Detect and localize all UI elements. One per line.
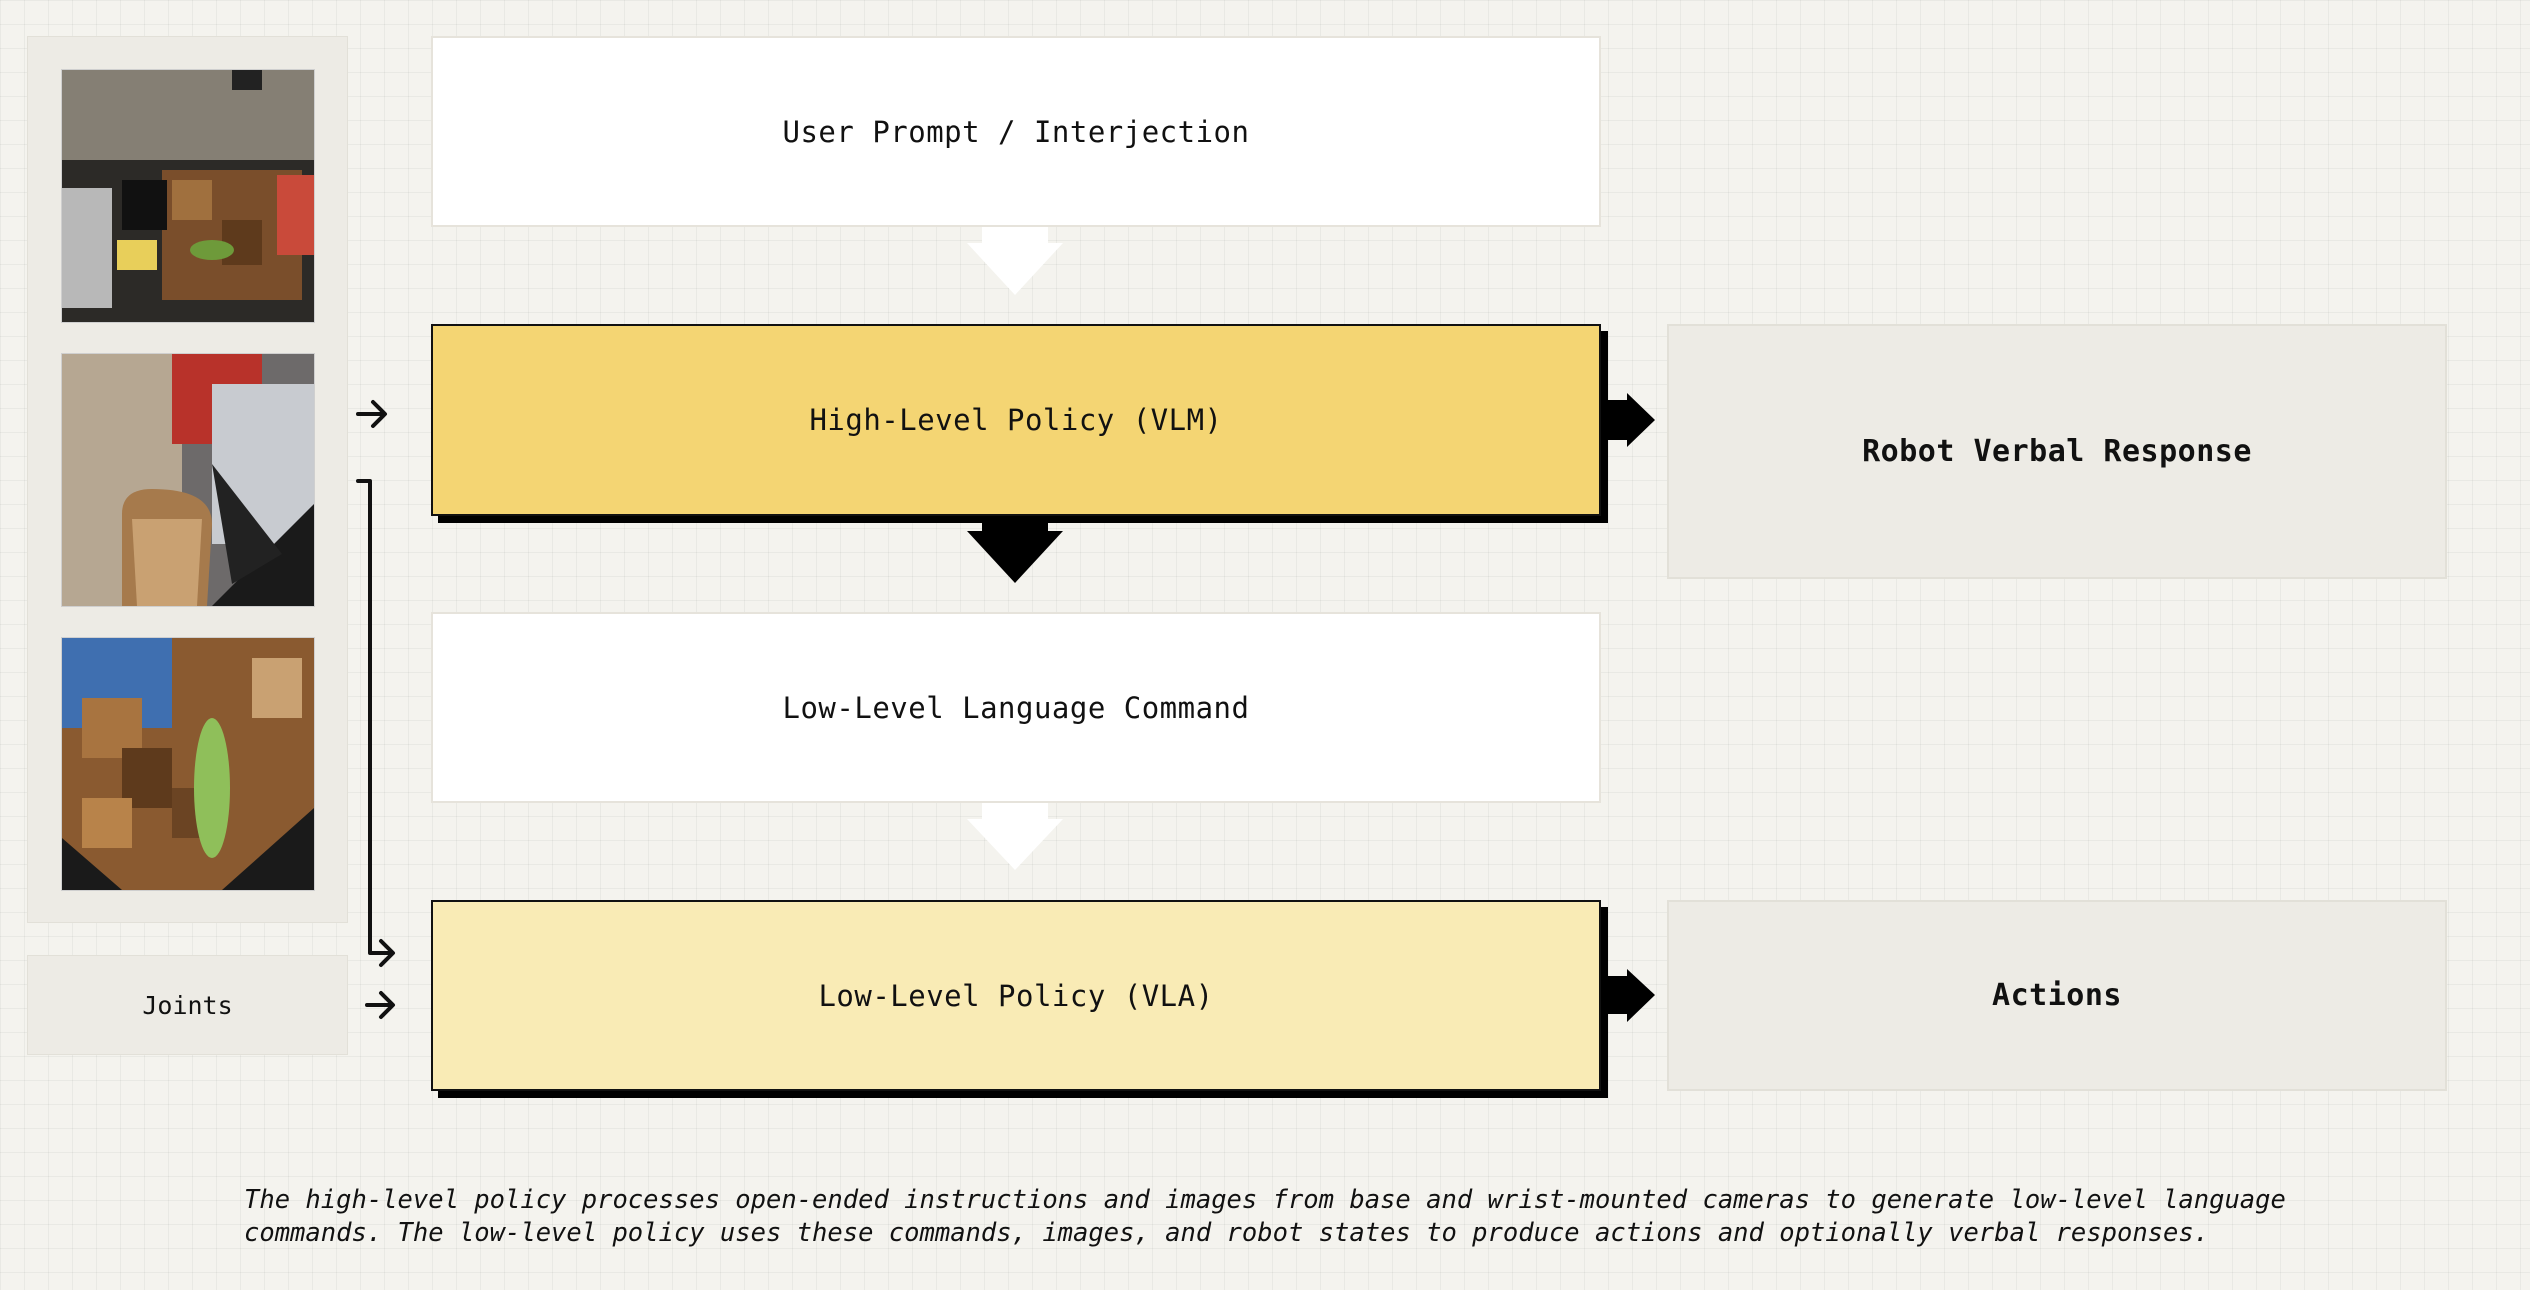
robot-verbal-response-box: Robot Verbal Response <box>1667 324 2447 579</box>
low-level-command-box: Low-Level Language Command <box>431 612 1601 803</box>
figure-caption: The high-level policy processes open-end… <box>244 1185 2286 1248</box>
base-camera-image <box>61 69 315 323</box>
arrow-command-to-low-level <box>967 803 1063 870</box>
high-level-policy-box: High-Level Policy (VLM) <box>431 324 1601 516</box>
actions-box: Actions <box>1667 900 2447 1091</box>
arrow-images-to-low-level <box>356 479 395 967</box>
arrow-prompt-to-high-level <box>967 227 1063 295</box>
arrow-joints-to-low-level <box>365 991 395 1019</box>
actions-label: Actions <box>1992 978 2122 1013</box>
low-level-policy-box: Low-Level Policy (VLA) <box>431 900 1601 1091</box>
arrow-images-to-high-level <box>356 400 387 428</box>
camera-images-panel <box>27 36 348 923</box>
arrow-low-level-to-actions <box>1604 969 1655 1022</box>
low-level-command-label: Low-Level Language Command <box>782 690 1250 725</box>
robot-verbal-response-label: Robot Verbal Response <box>1862 434 2252 469</box>
user-prompt-box: User Prompt / Interjection <box>431 36 1601 227</box>
joints-input-box: Joints <box>27 955 348 1055</box>
user-prompt-label: User Prompt / Interjection <box>782 114 1250 149</box>
low-level-policy-label: Low-Level Policy (VLA) <box>818 978 1214 1013</box>
arrow-high-level-to-command <box>967 516 1063 583</box>
wrist-camera-image-left <box>61 353 315 607</box>
joints-label: Joints <box>142 990 233 1020</box>
arrow-high-level-to-response <box>1604 393 1655 447</box>
wrist-camera-image-right <box>61 637 315 891</box>
high-level-policy-label: High-Level Policy (VLM) <box>809 403 1223 437</box>
